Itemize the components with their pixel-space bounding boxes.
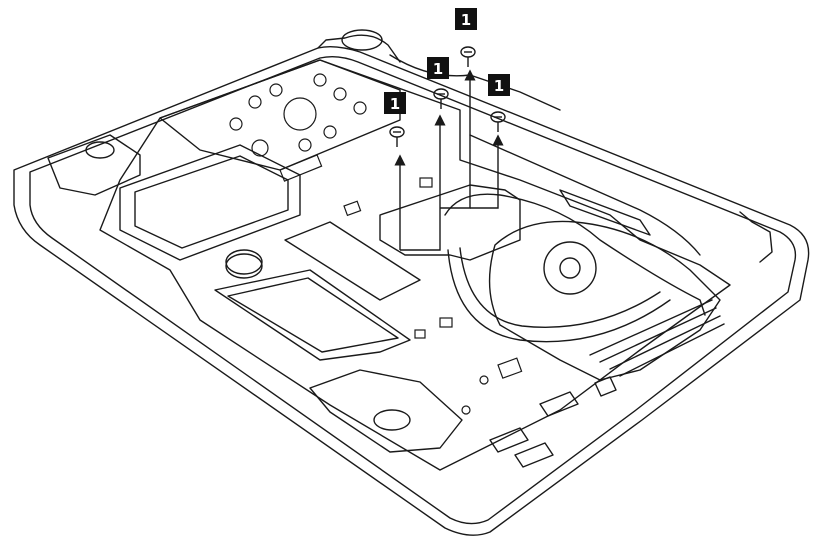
callout-badge: 1 xyxy=(455,8,477,30)
screw-icon xyxy=(490,111,506,132)
memory-slot-upper xyxy=(284,221,421,301)
speaker-driver-lower xyxy=(373,409,411,431)
fan-housing xyxy=(488,220,721,381)
shield-plate xyxy=(159,59,401,171)
callout-badge: 1 xyxy=(488,74,510,96)
fan-fins xyxy=(589,299,725,377)
hinge-cylinder xyxy=(341,29,383,51)
callout-label: 1 xyxy=(461,11,471,29)
io-ports xyxy=(489,376,617,468)
speaker-driver xyxy=(85,141,115,159)
right-speaker xyxy=(309,369,463,453)
heatsink-bracket xyxy=(379,184,521,261)
left-speaker xyxy=(47,134,141,196)
screw-icon xyxy=(460,46,476,67)
drive-bay xyxy=(119,144,301,261)
cable-routing xyxy=(389,54,701,256)
callout-badge: 1 xyxy=(384,92,406,114)
board-components xyxy=(229,73,523,415)
screw-icon xyxy=(433,88,449,109)
right-hinge xyxy=(739,211,773,263)
memory-module-outline xyxy=(227,277,399,353)
drive-bay-inner xyxy=(134,155,289,249)
fan-hub xyxy=(543,241,597,295)
callout-label: 1 xyxy=(494,77,504,95)
memory-slot-lower xyxy=(214,269,411,361)
heat-pipe-loop-inner xyxy=(459,247,661,328)
internal-plate xyxy=(99,59,731,471)
heat-pipe-loop xyxy=(447,249,671,343)
chassis-outline xyxy=(13,45,810,536)
callout-badge: 1 xyxy=(427,57,449,79)
left-hinge xyxy=(317,34,401,63)
callout-label: 1 xyxy=(390,95,400,113)
coin-battery-rim xyxy=(225,249,263,275)
display-connector xyxy=(559,189,651,236)
fan-hub-inner xyxy=(559,257,581,279)
coin-battery xyxy=(225,253,263,279)
callout-label: 1 xyxy=(433,60,443,78)
removal-arrow xyxy=(394,69,504,251)
chassis-inner-rim xyxy=(29,55,797,525)
screw-icon xyxy=(389,126,405,147)
heat-pipe-outer xyxy=(444,193,706,316)
